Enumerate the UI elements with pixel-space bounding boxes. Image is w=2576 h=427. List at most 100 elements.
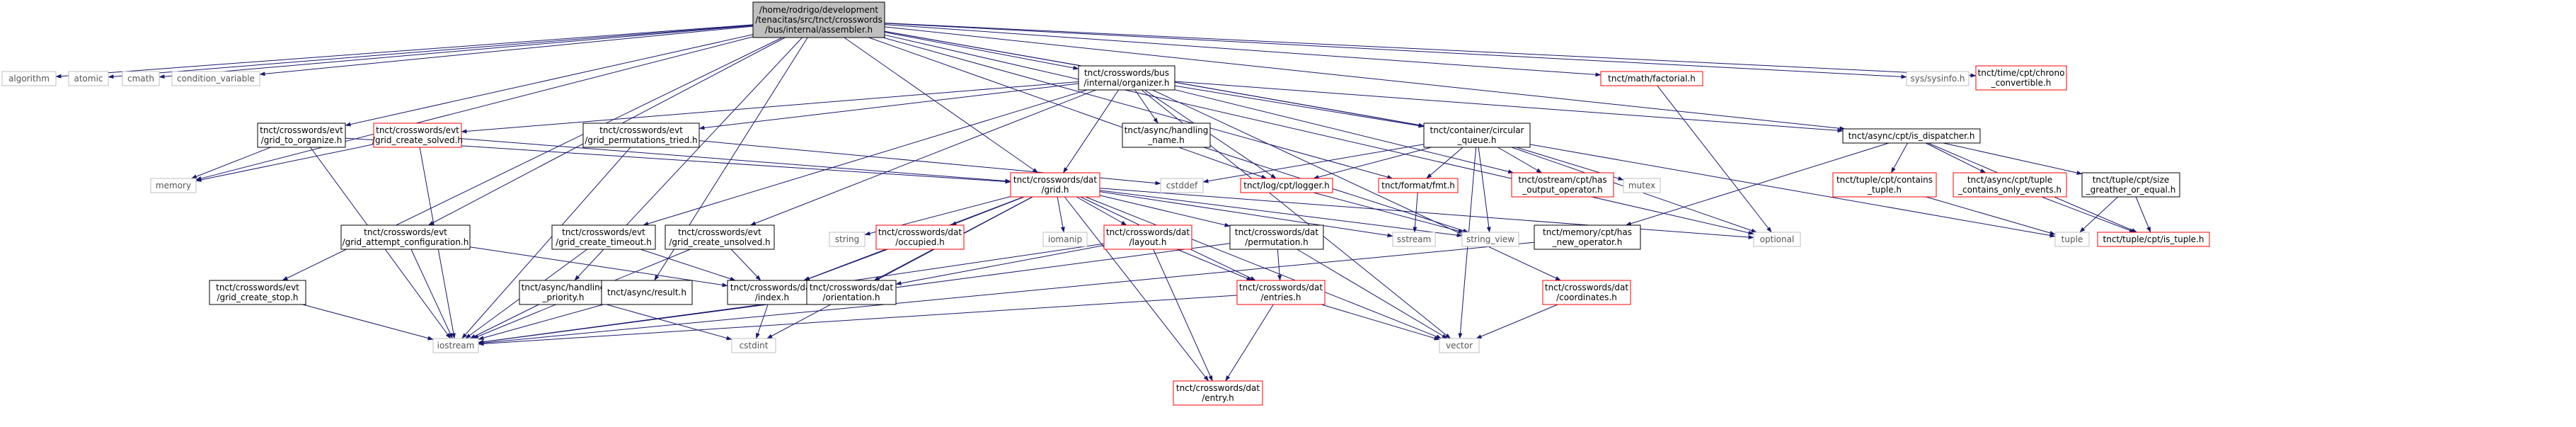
edge-grid-to-permutation	[1099, 195, 1231, 227]
node-coordinates[interactable]: tnct/crosswords/dat/coordinates.h	[1542, 280, 1631, 305]
node-label: /grid.h	[1042, 185, 1069, 195]
node-box	[551, 224, 656, 250]
node-cstdint[interactable]: cstdint	[731, 338, 776, 353]
node-box	[68, 71, 109, 86]
node-label: _greather_or_equal.h	[2086, 185, 2176, 195]
node-label: tnct/async/handling	[522, 283, 606, 292]
edge-grid_create_solved-to-grid	[461, 138, 1011, 183]
node-organizer[interactable]: tnct/crosswords/bus/internal/organizer.h	[1078, 65, 1175, 91]
node-grid-create-stop[interactable]: tnct/crosswords/evt/grid_create_stop.h	[209, 280, 306, 305]
edge-root-to-chrono_convertible	[884, 23, 1977, 78]
node-box	[1160, 178, 1204, 193]
node-tuple[interactable]: tuple	[2054, 232, 2090, 247]
node-box	[1842, 128, 1981, 144]
node-box	[752, 1, 885, 38]
node-box	[731, 338, 776, 353]
node-box	[171, 71, 260, 86]
node-layout[interactable]: tnct/crosswords/dat/layout.h	[1103, 224, 1192, 250]
node-label: string	[835, 234, 859, 244]
node-atomic[interactable]: atomic	[68, 71, 109, 86]
node-box	[150, 178, 197, 193]
edge-root-to-logger	[868, 37, 1267, 179]
node-entries[interactable]: tnct/crosswords/dat/entries.h	[1236, 280, 1326, 305]
node-label: tnct/async/handling	[1125, 125, 1209, 135]
edge-logger-to-string_view	[1313, 192, 1464, 233]
node-algorithm[interactable]: algorithm	[1, 71, 57, 86]
node-label: /internal/organizer.h	[1083, 78, 1169, 88]
node-label: /grid_create_unsolved.h	[669, 237, 770, 247]
edge-grid-to-vector	[1085, 196, 1442, 339]
node-label: /grid_create_timeout.h	[556, 237, 652, 247]
node-size-greater[interactable]: tnct/tuple/cpt/size_greather_or_equal.h	[2081, 172, 2180, 198]
node-label: tnct/crosswords/dat	[1176, 383, 1260, 393]
node-is-tuple[interactable]: tnct/tuple/cpt/is_tuple.h	[2097, 232, 2210, 247]
node-iomanip[interactable]: iomanip	[1042, 232, 1088, 247]
node-fmt[interactable]: tnct/format/fmt.h	[1378, 178, 1459, 193]
node-label: tnct/async/result.h	[607, 287, 686, 297]
node-iostream[interactable]: iostream	[432, 338, 479, 353]
node-grid[interactable]: tnct/crosswords/dat/grid.h	[1010, 172, 1100, 198]
node-optional[interactable]: optional	[1753, 232, 1801, 247]
node-mutex[interactable]: mutex	[1623, 178, 1661, 193]
node-grid-permutations-tried[interactable]: tnct/crosswords/evt/grid_permutations_tr…	[582, 123, 700, 148]
node-handling-name[interactable]: tnct/async/handling_name.h	[1122, 123, 1211, 148]
node-box	[1623, 178, 1661, 193]
node-cmath[interactable]: cmath	[122, 71, 160, 86]
node-label: tnct/async/cpt/is_dispatcher.h	[1848, 131, 1975, 141]
node-box	[2054, 232, 2090, 247]
node-occupied[interactable]: tnct/crosswords/dat/occupied.h	[875, 224, 965, 250]
node-factorial[interactable]: tnct/math/factorial.h	[1600, 71, 1703, 86]
node-string-view[interactable]: string_view	[1461, 232, 1519, 247]
edge-layout-to-index	[816, 243, 1105, 287]
node-label: tnct/crosswords/evt	[364, 227, 447, 237]
edge-root-to-is_dispatcher	[884, 26, 1846, 131]
node-index[interactable]: tnct/crosswords/dat/index.h	[727, 280, 817, 305]
node-label: _tuple.h	[1867, 185, 1902, 195]
node-string[interactable]: string	[829, 232, 866, 247]
edge-root-to-grid	[844, 37, 1039, 173]
node-contains-tuple[interactable]: tnct/tuple/cpt/contains_tuple.h	[1832, 172, 1937, 198]
node-layer: /home/rodrigo/development/tenacitas/src/…	[1, 1, 2210, 406]
node-chrono-convertible[interactable]: tnct/time/cpt/chrono_convertible.h	[1975, 65, 2067, 91]
node-box	[1236, 280, 1326, 305]
node-grid-attempt-configuration[interactable]: tnct/crosswords/evt/grid_attempt_configu…	[340, 224, 471, 250]
node-label: _name.h	[1147, 135, 1184, 145]
node-circular-queue[interactable]: tnct/container/circular_queue.h	[1423, 123, 1531, 148]
node-cstddef[interactable]: cstddef	[1160, 178, 1204, 193]
node-condition-variable[interactable]: condition_variable	[171, 71, 260, 86]
node-has-output-operator[interactable]: tnct/ostream/cpt/has_output_operator.h	[1511, 172, 1614, 198]
node-sysinfo[interactable]: sys/sysinfo.h	[1906, 71, 1970, 86]
node-permutation[interactable]: tnct/crosswords/dat/permutation.h	[1229, 224, 1324, 250]
node-grid-create-timeout[interactable]: tnct/crosswords/evt/grid_create_timeout.…	[551, 224, 656, 250]
node-is-dispatcher[interactable]: tnct/async/cpt/is_dispatcher.h	[1842, 128, 1981, 144]
node-box	[1122, 123, 1211, 148]
node-label: /bus/internal/assembler.h	[765, 25, 873, 35]
node-label: tnct/crosswords/dat	[730, 283, 815, 292]
node-sstream[interactable]: sstream	[1392, 232, 1436, 247]
node-box	[1173, 380, 1263, 406]
node-contains-only-events[interactable]: tnct/async/cpt/tuple_contains_only_event…	[1953, 172, 2067, 198]
node-has-new-operator[interactable]: tnct/memory/cpt/has_new_operator.h	[1534, 224, 1641, 250]
node-grid-create-unsolved[interactable]: tnct/crosswords/evt/grid_create_unsolved…	[665, 224, 775, 250]
edge-root-to-optional	[884, 34, 1754, 235]
node-label: tnct/crosswords/dat	[1106, 227, 1190, 237]
node-label: /grid_to_organize.h	[261, 135, 343, 145]
node-handling-priority[interactable]: tnct/async/handling_priority.h	[519, 280, 608, 305]
node-result[interactable]: tnct/async/result.h	[601, 280, 693, 305]
node-grid-create-solved[interactable]: tnct/crosswords/evt/grid_create_solved.h	[372, 123, 463, 148]
node-logger[interactable]: tnct/log/cpt/logger.h	[1240, 178, 1333, 193]
edge-layout-to-entries	[1176, 249, 1253, 281]
node-box	[2081, 172, 2180, 198]
node-box	[829, 232, 866, 247]
node-root[interactable]: /home/rodrigo/development/tenacitas/src/…	[752, 1, 885, 38]
edge-grid-to-entry	[1064, 196, 1209, 382]
node-box	[2097, 232, 2210, 247]
node-entry[interactable]: tnct/crosswords/dat/entry.h	[1173, 380, 1263, 406]
node-memory[interactable]: memory	[150, 178, 197, 193]
node-vector[interactable]: vector	[1439, 338, 1480, 353]
edge-grid-to-optional	[1099, 188, 1754, 239]
node-orientation[interactable]: tnct/crosswords/dat/orientation.h	[806, 280, 897, 305]
edge-grid_create_solved-to-memory	[195, 144, 374, 182]
edge-has_new_operator-to-iostream	[478, 241, 1535, 346]
node-grid-to-organize[interactable]: tnct/crosswords/evt/grid_to_organize.h	[257, 123, 346, 148]
